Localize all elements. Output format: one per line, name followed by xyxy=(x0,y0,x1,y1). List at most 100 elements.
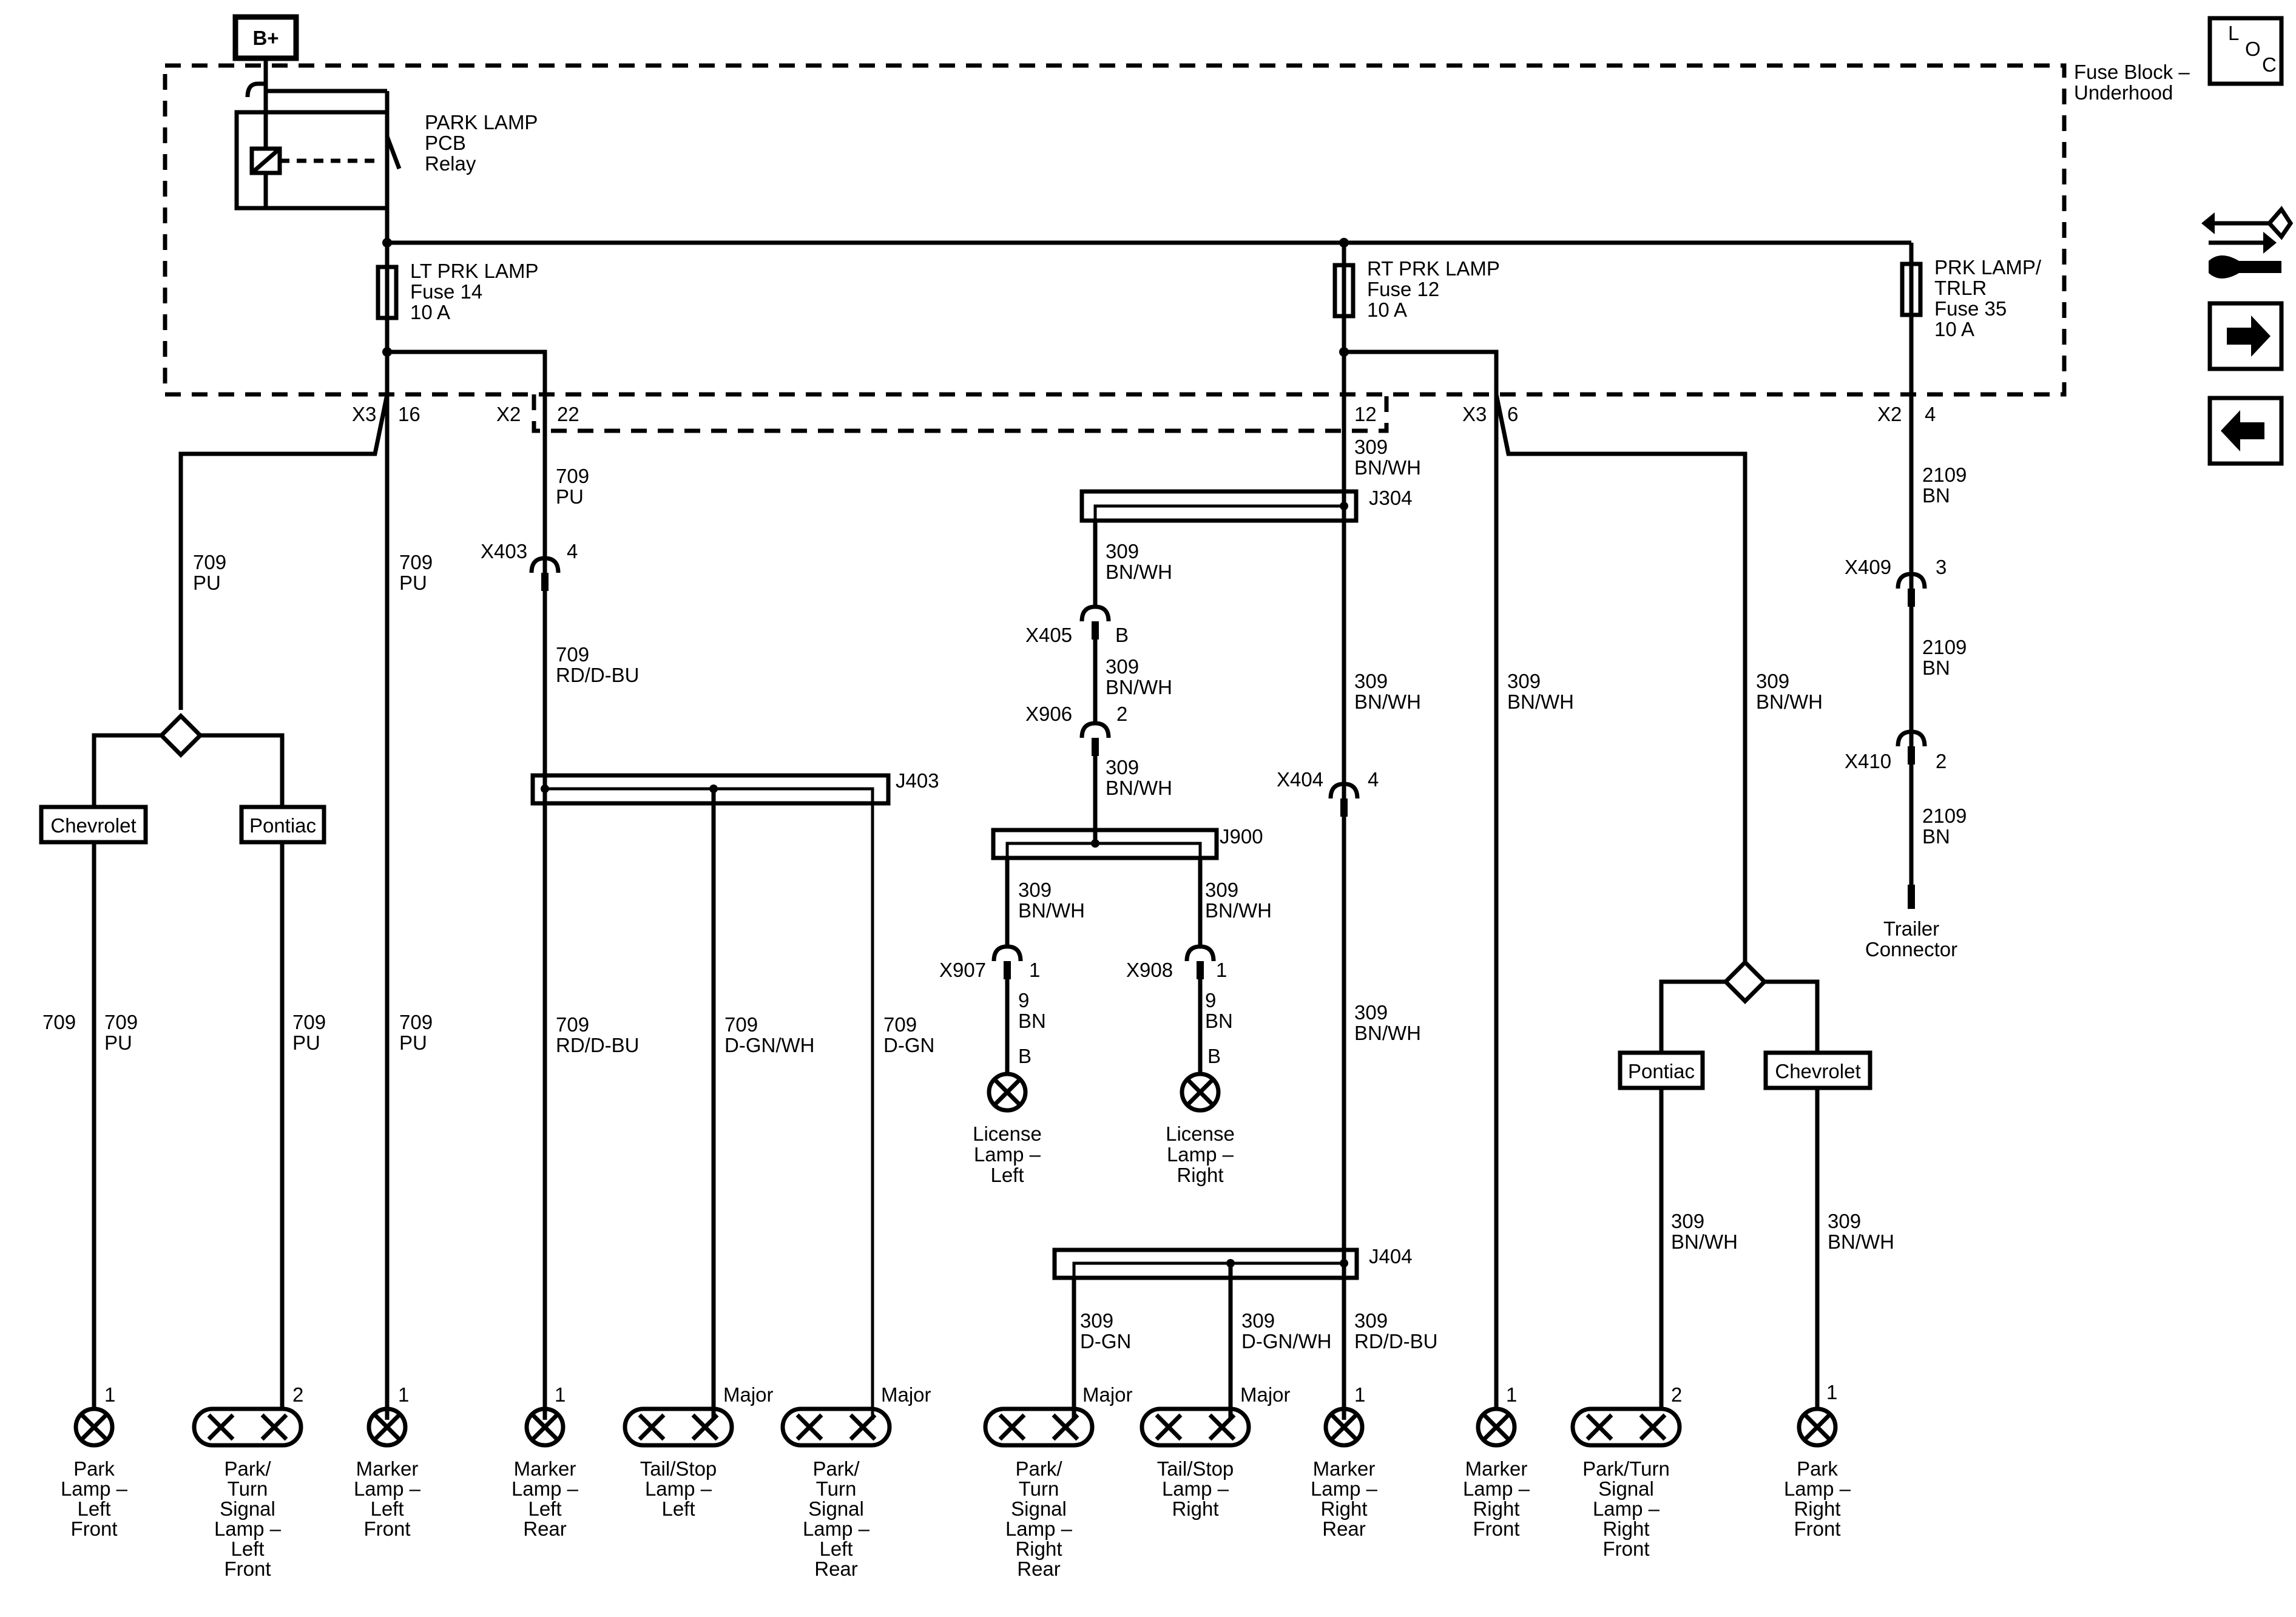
wire-label: PU xyxy=(399,1031,427,1054)
j304-label: J304 xyxy=(1369,487,1413,509)
wire-label: 309 xyxy=(1354,1309,1388,1332)
lamp-turn-rf-icon xyxy=(1570,1406,1682,1448)
wire-label: 2109 xyxy=(1922,636,1967,658)
wire-label: 309 xyxy=(1080,1309,1113,1332)
x2-left-label: X2 xyxy=(496,403,521,425)
j403-label: J403 xyxy=(896,769,939,792)
lamp-label: Trailer xyxy=(1883,917,1939,940)
lamp-label: Marker xyxy=(514,1457,576,1480)
wire-label: D-GN xyxy=(1080,1330,1131,1352)
lamp-tail-l-icon xyxy=(623,1406,734,1448)
x403-label: X403 xyxy=(481,540,527,562)
lamp-label: Right xyxy=(1177,1164,1223,1186)
loc-button[interactable]: L O C xyxy=(2207,16,2284,86)
x409-label: X409 xyxy=(1845,556,1891,578)
lamp-label: Front xyxy=(1473,1517,1519,1540)
wire-label: RD/D-BU xyxy=(556,664,640,686)
wire-label: 9 xyxy=(1018,989,1029,1011)
lamp-label: License xyxy=(973,1122,1042,1145)
wire-label: 709 xyxy=(42,1011,76,1033)
wire-label: 709 xyxy=(399,1011,433,1033)
wire-label: 309 xyxy=(1354,1001,1388,1024)
wire-label: BN xyxy=(1922,657,1950,679)
lamp-label: Right xyxy=(1015,1538,1062,1560)
park-lamp-relay: PARK LAMP PCB Relay xyxy=(234,89,538,243)
wire-label: BN/WH xyxy=(1671,1230,1738,1253)
fuse-block-label-2: Underhood xyxy=(2074,81,2173,104)
lamp-label: Signal xyxy=(808,1497,864,1520)
lamp-label: Lamp – xyxy=(1784,1477,1851,1500)
lamp-label: Right xyxy=(1320,1497,1367,1520)
wire-label: RD/D-BU xyxy=(556,1034,640,1056)
wire-label: PU xyxy=(193,572,221,594)
x908-label: X908 xyxy=(1126,959,1173,981)
x409-pin: 3 xyxy=(1936,556,1947,578)
wire-label: BN/WH xyxy=(1106,561,1172,583)
relay-label-1: PARK LAMP xyxy=(425,111,538,133)
trailer-connector-pin xyxy=(1908,885,1915,909)
lamp-turn-rr-icon xyxy=(983,1406,1095,1448)
x410-pin: 2 xyxy=(1936,750,1947,772)
x908-pin: 1 xyxy=(1216,959,1227,981)
x403-pin: 4 xyxy=(567,540,578,562)
lamp-label: Lamp – xyxy=(214,1517,282,1540)
battery-feed: B+ xyxy=(232,14,299,98)
lamp-label: Turn xyxy=(1019,1477,1059,1500)
wire-label: 309 xyxy=(1106,756,1139,778)
x2-right-label: X2 xyxy=(1877,403,1902,425)
x405-pin: B xyxy=(1115,624,1129,646)
lamp-label: Turn xyxy=(816,1477,857,1500)
wire-label: 709 xyxy=(193,551,226,573)
fuse-12-label-1: RT PRK LAMP xyxy=(1367,257,1500,280)
lamp-pin: 1 xyxy=(1826,1381,1837,1403)
wire-label: BN xyxy=(1922,825,1950,848)
wire-label: D-GN/WH xyxy=(724,1034,814,1056)
lamp-label: Lamp – xyxy=(1311,1477,1378,1500)
x404-label: X404 xyxy=(1277,768,1323,791)
x3-right-label: X3 xyxy=(1462,403,1487,425)
wrench-arrow-icon[interactable] xyxy=(2201,206,2294,279)
x2-connector-outline xyxy=(532,394,1389,433)
lamp-label: Park/ xyxy=(224,1457,271,1480)
previous-page-button[interactable] xyxy=(2207,396,2284,466)
lamp-label: Left xyxy=(231,1538,264,1560)
fuse-block-outline xyxy=(163,63,2067,397)
wire-label: 709 xyxy=(883,1013,917,1036)
wire-label: BN/WH xyxy=(1106,777,1172,799)
wire-label: 709 xyxy=(556,643,589,666)
lamp-pin: Major xyxy=(1082,1383,1133,1406)
x410-label: X410 xyxy=(1845,750,1891,772)
lamp-label: Marker xyxy=(1313,1457,1376,1480)
wire-label: PU xyxy=(104,1031,132,1054)
wire-label: 309 xyxy=(1205,879,1238,901)
lamp-label: Right xyxy=(1473,1497,1519,1520)
lamp-label: Right xyxy=(1602,1517,1649,1540)
wire-label: 309 xyxy=(1241,1309,1275,1332)
lamp-marker-rf-icon xyxy=(1476,1406,1517,1448)
lamp-park-lf-icon xyxy=(73,1406,115,1448)
loc-letter: L xyxy=(2228,22,2239,44)
lamp-label: Right xyxy=(1172,1497,1218,1520)
wire-label: BN/WH xyxy=(1507,690,1574,713)
wire-label: BN xyxy=(1205,1010,1233,1032)
relay-label-2: PCB xyxy=(425,132,466,154)
wire-label: PU xyxy=(399,572,427,594)
option-pontiac-left: Pontiac xyxy=(249,814,316,837)
arrow-right-icon xyxy=(2227,316,2271,357)
wire-label: 309 xyxy=(1828,1210,1861,1232)
wire-label: BN xyxy=(1922,484,1950,507)
lamp-label: Marker xyxy=(356,1457,419,1480)
lamp-label: Lamp – xyxy=(1463,1477,1530,1500)
lamp-label: Lamp – xyxy=(1167,1143,1234,1166)
next-page-button[interactable] xyxy=(2207,301,2284,371)
lamp-marker-rr-icon xyxy=(1323,1406,1365,1448)
loc-letter: C xyxy=(2262,53,2277,76)
wire-label: 709 xyxy=(399,551,433,573)
lamp-pin: 1 xyxy=(1354,1383,1365,1406)
lamp-marker-lr-icon xyxy=(524,1406,566,1448)
wire-label: 709 xyxy=(292,1011,326,1033)
lamp-label: Lamp – xyxy=(1162,1477,1229,1500)
lamp-label: Rear xyxy=(1322,1517,1366,1540)
